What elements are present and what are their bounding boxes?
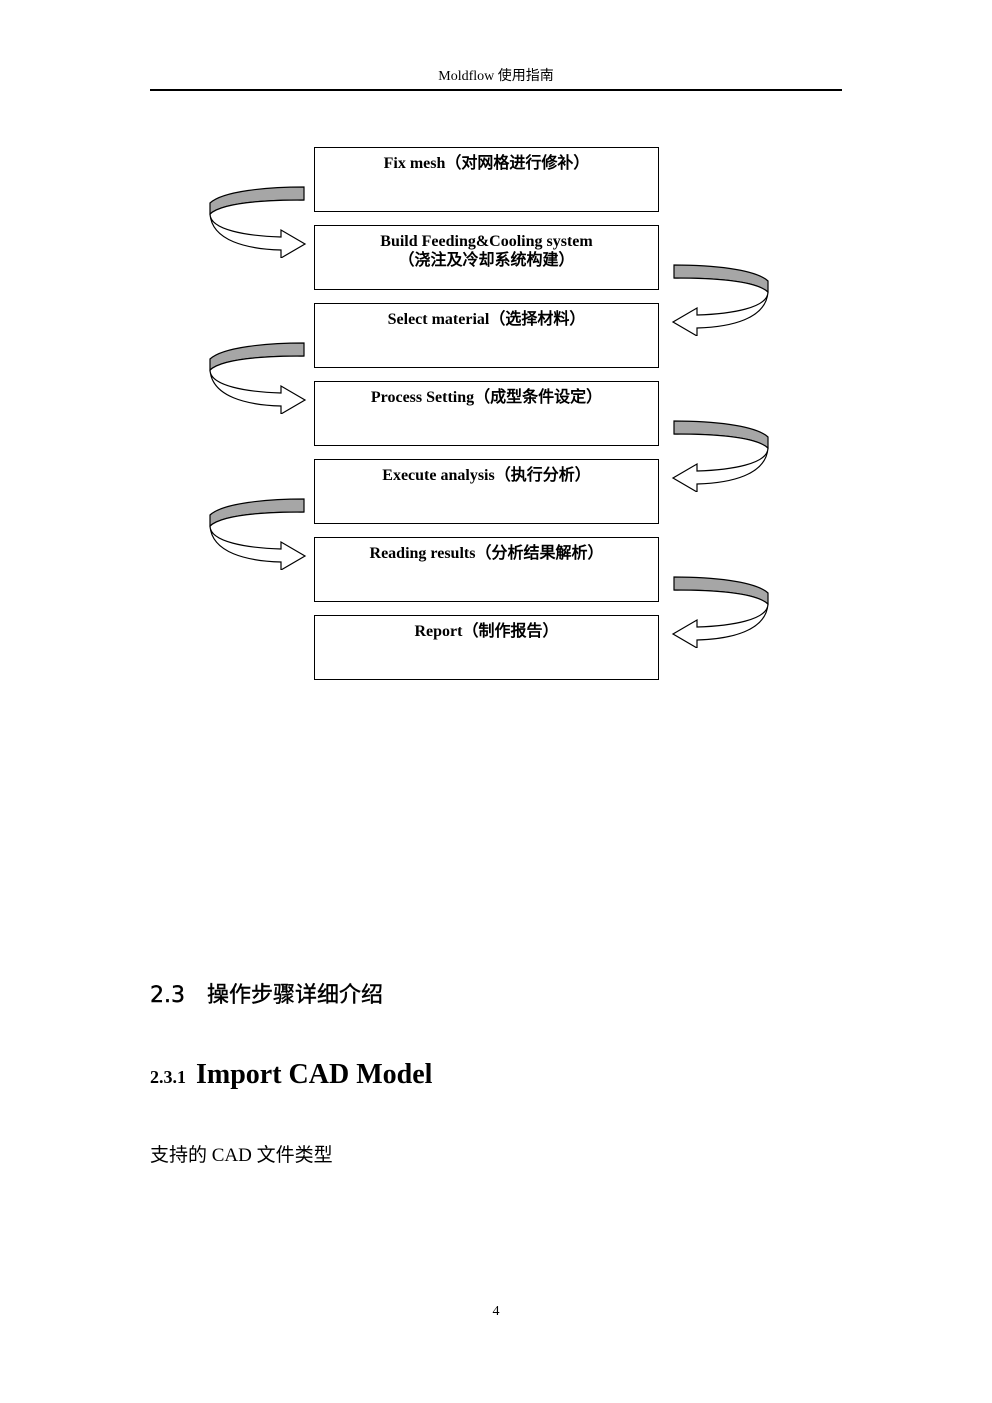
flow-step-reading-results: Reading results（分析结果解析） xyxy=(314,537,659,602)
curved-arrow-icon xyxy=(209,498,307,570)
flow-step-fix-mesh: Fix mesh（对网格进行修补） xyxy=(314,147,659,212)
flow-step-process-setting: Process Setting（成型条件设定） xyxy=(314,381,659,446)
flow-step-label: Process Setting（成型条件设定） xyxy=(370,389,603,406)
page-number: 4 xyxy=(492,1304,500,1319)
subsection-heading: 2.3.1 Import CAD Model xyxy=(150,1055,432,1098)
curved-arrow-icon xyxy=(671,420,769,492)
curved-arrow-icon xyxy=(209,342,307,414)
flow-step-report: Report（制作报告） xyxy=(314,615,659,680)
subsection-number: 2.3.1 xyxy=(150,1067,186,1087)
section-title: 操作步骤详细介绍 xyxy=(207,983,384,1008)
flow-step-label: Report（制作报告） xyxy=(414,623,559,640)
flow-step-label: Reading results（分析结果解析） xyxy=(369,545,604,562)
curved-arrow-icon xyxy=(209,186,307,258)
flow-step-label: Fix mesh（对网格进行修补） xyxy=(383,155,590,172)
curved-arrow-icon xyxy=(671,264,769,336)
subsection-title: Import CAD Model xyxy=(196,1059,433,1090)
page-header: Moldflow 使用指南 xyxy=(438,69,554,84)
section-heading: 2.3 操作步骤详细介绍 xyxy=(150,980,383,1012)
flow-step-build-feeding-cooling: Build Feeding&Cooling system （浇注及冷却系统构建） xyxy=(314,225,659,290)
flow-step-label: Build Feeding&Cooling system （浇注及冷却系统构建） xyxy=(380,233,593,269)
section-number: 2.3 xyxy=(150,983,185,1008)
flow-step-select-material: Select material（选择材料） xyxy=(314,303,659,368)
body-paragraph: 支持的 CAD 文件类型 xyxy=(150,1145,333,1166)
header-rule xyxy=(150,89,842,91)
flow-step-label: Select material（选择材料） xyxy=(387,311,586,328)
flow-step-label: Execute analysis（执行分析） xyxy=(382,467,591,484)
curved-arrow-icon xyxy=(671,576,769,648)
flow-step-execute-analysis: Execute analysis（执行分析） xyxy=(314,459,659,524)
